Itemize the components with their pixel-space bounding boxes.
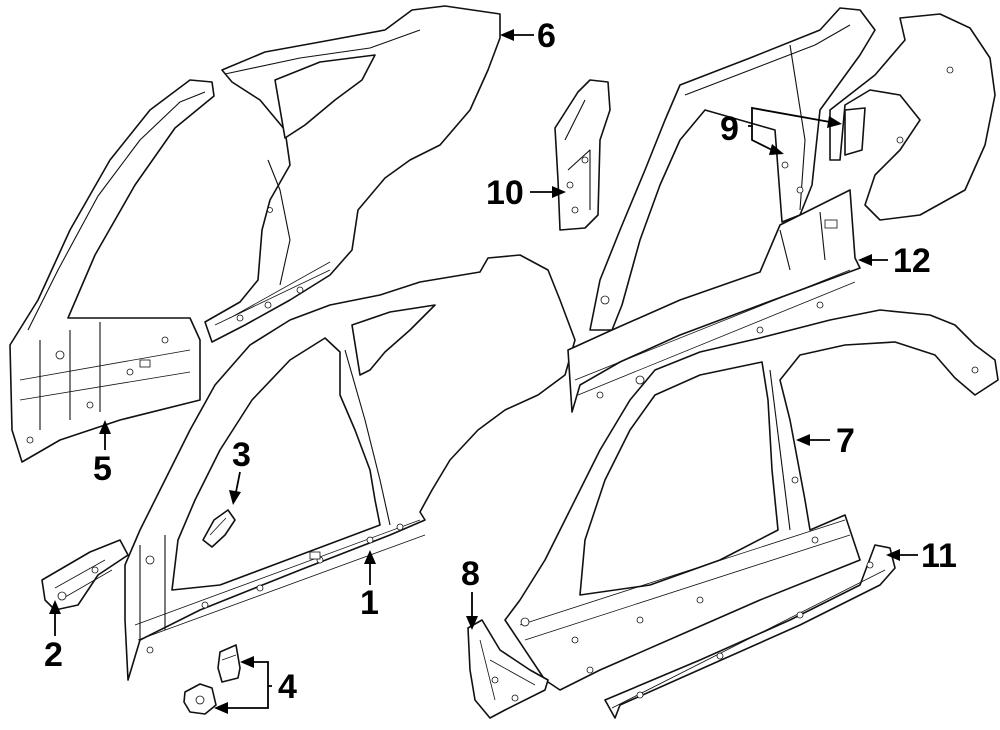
leader-11 bbox=[886, 549, 918, 561]
part-4-brackets[interactable] bbox=[183, 644, 241, 715]
callout-9: 9 bbox=[720, 110, 739, 148]
leader-12 bbox=[858, 254, 888, 266]
callout-12: 12 bbox=[893, 242, 931, 280]
part-12-inner-rocker[interactable] bbox=[567, 189, 861, 413]
part-10-pillar[interactable] bbox=[554, 79, 611, 231]
callout-3: 3 bbox=[232, 436, 251, 474]
leader-2 bbox=[49, 600, 61, 636]
leader-1 bbox=[364, 550, 376, 585]
part-11-rocker-sill[interactable] bbox=[604, 544, 896, 719]
leader-9 bbox=[748, 106, 842, 155]
callout-11: 11 bbox=[921, 537, 957, 575]
callout-7: 7 bbox=[836, 422, 855, 460]
leader-6 bbox=[500, 29, 534, 41]
callout-4: 4 bbox=[278, 668, 297, 706]
part-1-side-panel[interactable] bbox=[124, 254, 576, 681]
callout-5: 5 bbox=[93, 450, 112, 488]
leader-8 bbox=[466, 592, 478, 630]
callout-10: 10 bbox=[486, 174, 524, 212]
part-2-reinforcement[interactable] bbox=[41, 539, 129, 611]
part-9-inner-frame[interactable] bbox=[589, 7, 996, 331]
part-8-bracket[interactable] bbox=[467, 619, 549, 719]
callout-8: 8 bbox=[461, 555, 480, 593]
part-6-quarter-outer[interactable] bbox=[204, 5, 501, 343]
part-7-inner-side[interactable] bbox=[504, 309, 999, 691]
leader-3 bbox=[229, 471, 241, 505]
callout-2: 2 bbox=[44, 636, 63, 674]
leader-5 bbox=[99, 420, 111, 450]
callout-1: 1 bbox=[360, 584, 379, 622]
part-5-inner-pillar[interactable] bbox=[9, 79, 215, 463]
callout-6: 6 bbox=[537, 17, 556, 55]
part-3-bracket[interactable] bbox=[202, 509, 236, 548]
leader-4 bbox=[214, 656, 272, 714]
leader-10 bbox=[530, 186, 566, 198]
leader-7 bbox=[796, 434, 830, 446]
